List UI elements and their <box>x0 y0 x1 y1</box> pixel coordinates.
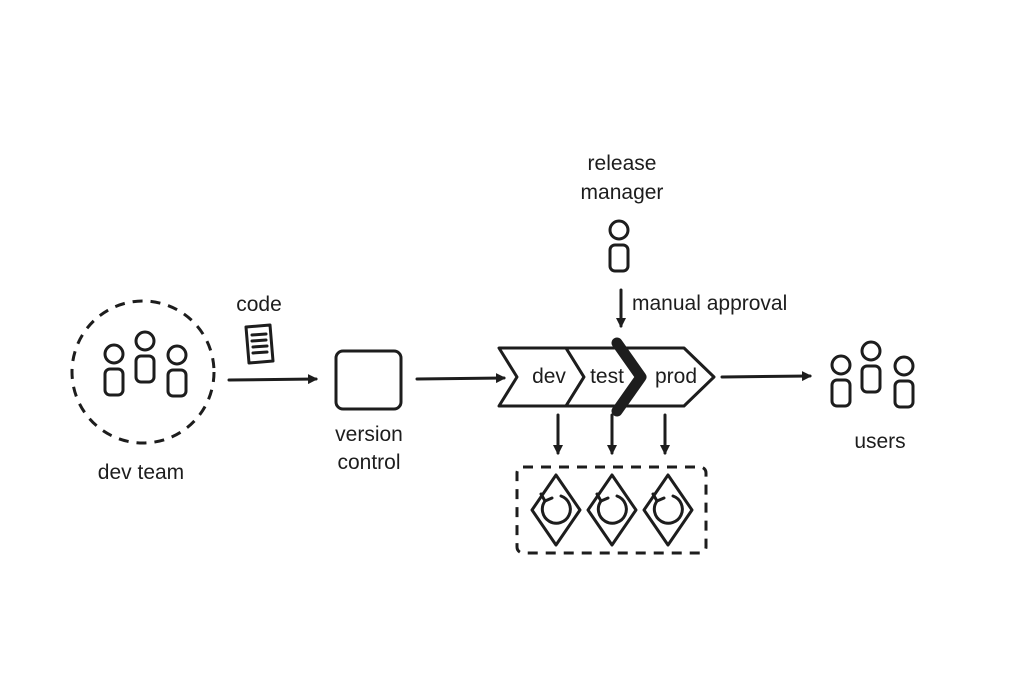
refresh-diamond-icon <box>586 473 638 547</box>
release-manager-label-line1: release <box>588 152 657 175</box>
code-label: code <box>236 293 282 316</box>
version-control-label-line2: control <box>337 451 400 474</box>
version-control-label-line1: version <box>335 423 403 446</box>
person-icon <box>608 219 630 273</box>
stage-prod-label: prod <box>655 365 697 388</box>
stage-test-label: test <box>590 365 624 388</box>
arrow-pipeline-to-users <box>720 371 812 382</box>
environments-boundary <box>515 465 708 555</box>
pipeline-stages: dev test prod <box>497 337 716 417</box>
dev-team-label: dev team <box>98 461 184 484</box>
refresh-diamond-icon <box>530 473 582 547</box>
code-artifact: code <box>236 293 282 365</box>
version-control: version control <box>334 349 403 474</box>
users-group: users <box>830 340 915 453</box>
stage-dev-label: dev <box>532 365 566 388</box>
document-icon <box>244 323 275 365</box>
arrow-devteam-to-vcs <box>227 374 318 385</box>
environments-group <box>515 465 708 555</box>
refresh-diamond-icon <box>642 473 694 547</box>
approval-gate <box>611 337 647 417</box>
arrow-vcs-to-pipeline <box>415 373 506 384</box>
dev-team-boundary <box>70 299 216 445</box>
people-group-icon <box>103 330 188 398</box>
dev-team-group: dev team <box>70 299 216 484</box>
manual-approval-label: manual approval <box>632 292 787 315</box>
repository-box-icon <box>334 349 403 411</box>
people-group-icon <box>830 340 915 409</box>
release-manager-label-line2: manager <box>581 181 664 204</box>
users-label: users <box>854 430 905 453</box>
release-manager: release manager <box>581 152 664 273</box>
